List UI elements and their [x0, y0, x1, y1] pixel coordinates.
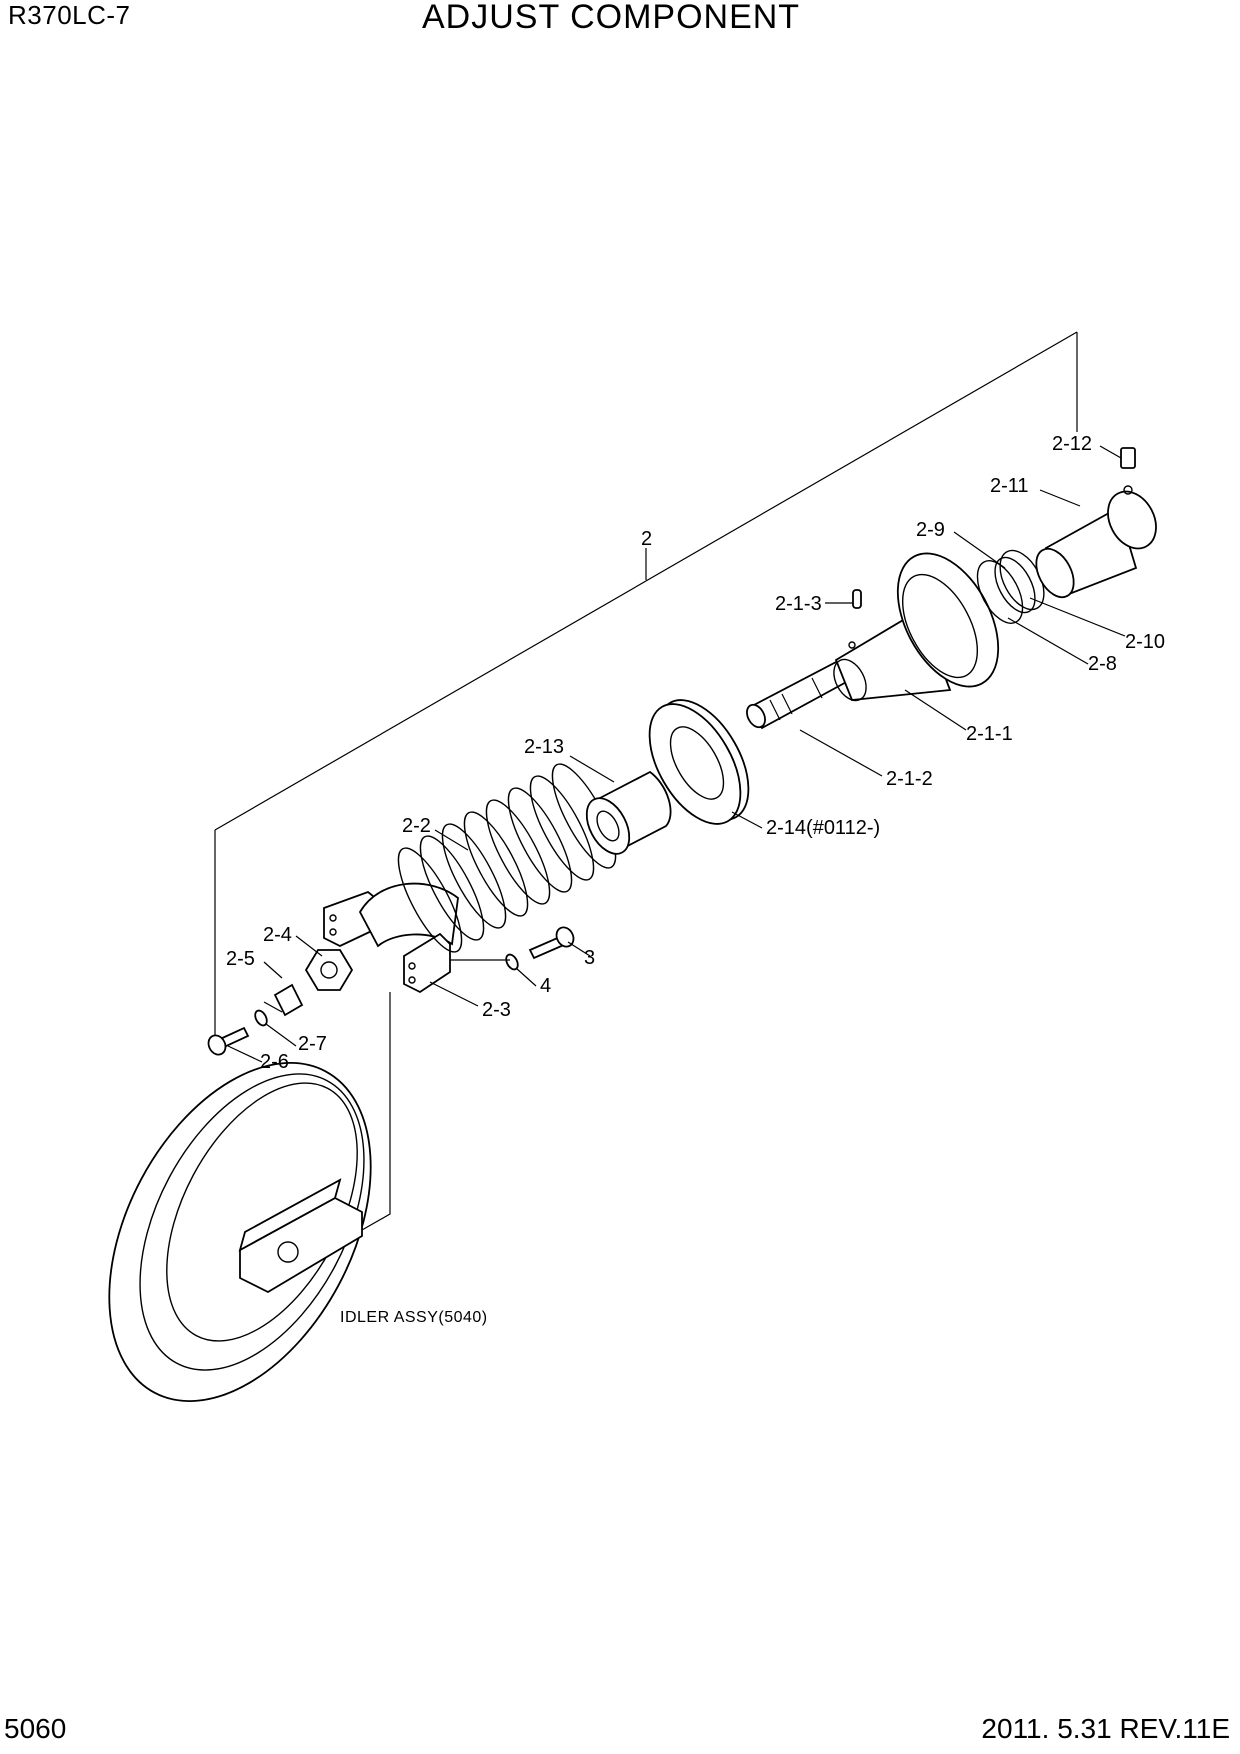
callout-2: 2 — [641, 528, 652, 550]
idler-assy-note: IDLER ASSY(5040) — [340, 1309, 488, 1326]
callout-2-12: 2-12 — [1052, 433, 1092, 455]
callout-2-7: 2-7 — [298, 1033, 327, 1055]
revision-date: 2011. 5.31 REV.11E — [981, 1713, 1230, 1744]
callout-2-13: 2-13 — [524, 736, 564, 758]
leader-lines — [227, 445, 1126, 1063]
bolt-3 — [528, 926, 575, 960]
callout-2-1-3: 2-1-3 — [775, 593, 822, 615]
nut-2-4 — [304, 949, 354, 991]
grease-valve — [1120, 447, 1136, 495]
spacer-2-13 — [585, 770, 672, 855]
washer-2-7 — [254, 1009, 268, 1027]
callout-4: 4 — [540, 975, 551, 997]
model-number: R370LC-7 — [8, 0, 131, 30]
plate-2-14 — [648, 699, 750, 825]
assembly-bracket-2 — [214, 331, 1078, 1040]
callout-2-1-2: 2-1-2 — [886, 768, 933, 790]
page-title: ADJUST COMPONENT — [422, 0, 801, 36]
recoil-spring — [397, 763, 617, 953]
pin-2-1-3 — [852, 589, 862, 609]
yoke — [323, 882, 459, 994]
callout-2-6: 2-6 — [260, 1051, 289, 1073]
lock-plate-2-5 — [263, 983, 304, 1017]
callout-3: 3 — [584, 947, 595, 969]
callout-2-3: 2-3 — [482, 999, 511, 1021]
callout-2-8: 2-8 — [1088, 653, 1117, 675]
callout-2-1-1: 2-1-1 — [966, 723, 1013, 745]
callout-2-5: 2-5 — [226, 948, 255, 970]
page-number: 5060 — [4, 1713, 67, 1744]
bolt-2-6 — [207, 1026, 250, 1056]
callout-2-9: 2-9 — [916, 519, 945, 541]
washer-4 — [505, 953, 519, 971]
callout-2-10: 2-10 — [1125, 631, 1165, 653]
cylinder — [833, 552, 1000, 702]
idler-wheel — [108, 992, 391, 1402]
callout-2-11: 2-11 — [990, 475, 1029, 497]
callout-2-14: 2-14(#0112-) — [766, 817, 880, 839]
piston — [1035, 490, 1157, 599]
callout-2-4: 2-4 — [263, 924, 292, 946]
callout-2-2: 2-2 — [402, 815, 431, 837]
